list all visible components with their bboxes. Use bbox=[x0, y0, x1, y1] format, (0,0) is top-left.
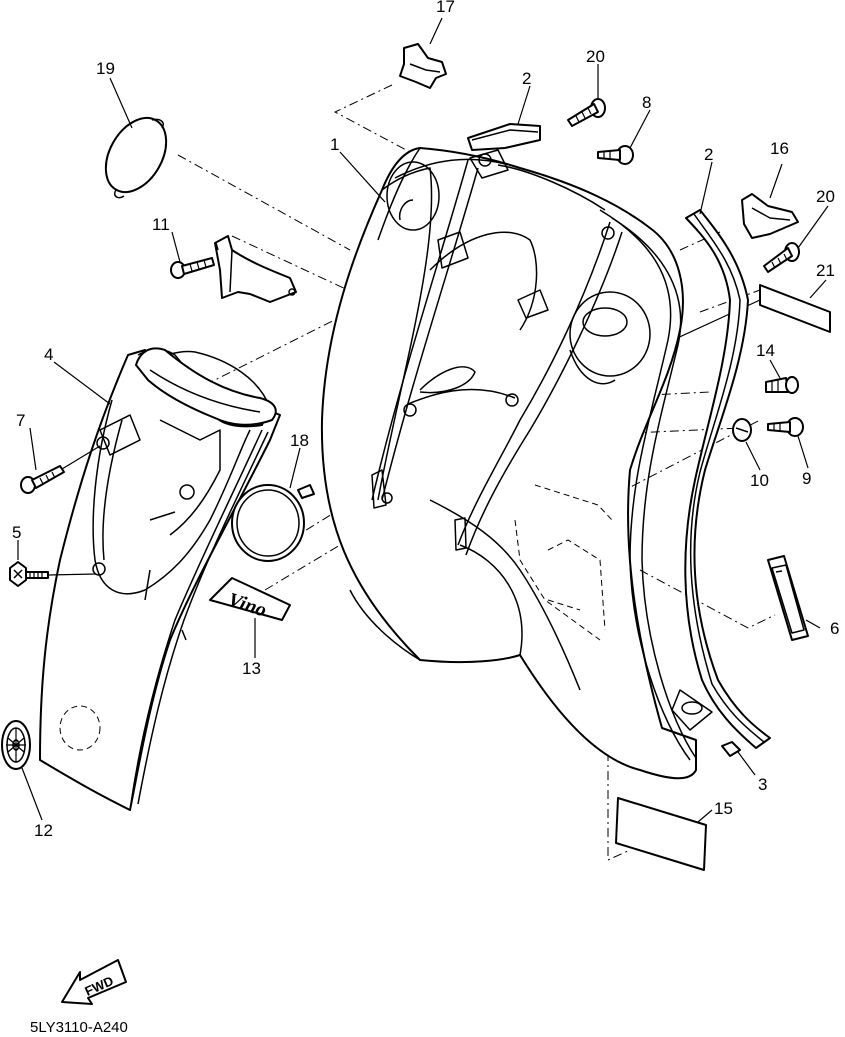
leg-shield-body bbox=[320, 147, 713, 780]
callout-13: 13 bbox=[242, 659, 261, 678]
callout-18: 18 bbox=[290, 431, 309, 450]
screw-20-top bbox=[567, 98, 606, 127]
callout-3: 3 bbox=[758, 775, 767, 794]
weather-strip-top bbox=[467, 123, 541, 151]
callout-10: 10 bbox=[750, 471, 769, 490]
screw-11 bbox=[170, 257, 215, 279]
bracket-11 bbox=[214, 235, 297, 303]
screw-7 bbox=[20, 445, 101, 494]
callout-7: 7 bbox=[16, 411, 25, 430]
weather-strip-side bbox=[684, 209, 771, 749]
fwd-arrow-icon: FWD bbox=[61, 959, 127, 1005]
callout-11: 11 bbox=[152, 215, 170, 234]
callout-1: 1 bbox=[330, 135, 339, 154]
screw-5 bbox=[9, 561, 97, 587]
callout-15: 15 bbox=[714, 799, 733, 818]
clip-3 bbox=[721, 741, 741, 757]
nut-10 bbox=[732, 418, 752, 442]
label-21 bbox=[759, 284, 831, 333]
callout-19: 19 bbox=[96, 59, 115, 78]
clip-16 bbox=[741, 193, 799, 239]
hidden-edges bbox=[514, 484, 613, 641]
reflector-6 bbox=[767, 555, 809, 641]
callout-16: 16 bbox=[770, 139, 789, 158]
emblem-12 bbox=[1, 720, 31, 770]
diagram-code: 5LY3110-A240 bbox=[30, 1019, 128, 1036]
callout-20-right: 20 bbox=[816, 187, 835, 206]
callout-4: 4 bbox=[44, 345, 53, 364]
bolt-14 bbox=[765, 376, 799, 394]
cap-19 bbox=[104, 117, 168, 199]
callout-2-top: 2 bbox=[522, 69, 531, 88]
callout-labels: 17 20 2 8 19 1 2 16 20 21 11 4 14 7 18 1… bbox=[12, 0, 839, 840]
leader-lines bbox=[17, 17, 829, 823]
callout-6: 6 bbox=[830, 619, 839, 638]
bolt-8 bbox=[597, 145, 634, 165]
gasket-18 bbox=[231, 484, 315, 562]
clip-17 bbox=[399, 43, 447, 89]
callout-9: 9 bbox=[802, 469, 811, 488]
callout-12: 12 bbox=[34, 821, 53, 840]
callout-5: 5 bbox=[12, 523, 21, 542]
screw-9 bbox=[767, 417, 804, 437]
callout-2-right: 2 bbox=[704, 145, 713, 164]
screw-20-right bbox=[763, 242, 800, 273]
callout-20-top: 20 bbox=[586, 47, 605, 66]
label-15 bbox=[615, 797, 707, 871]
callout-8: 8 bbox=[642, 93, 651, 112]
vino-emblem: Vino bbox=[209, 577, 291, 622]
callout-21: 21 bbox=[816, 261, 835, 280]
inner-cover-lip bbox=[135, 347, 277, 426]
callout-17: 17 bbox=[436, 0, 455, 16]
callout-14: 14 bbox=[756, 341, 775, 360]
